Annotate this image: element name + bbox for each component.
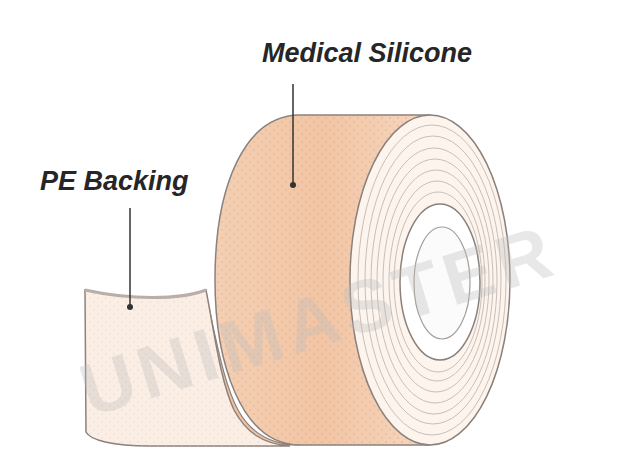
leader-dot xyxy=(127,304,133,310)
leader-line xyxy=(129,208,131,305)
strip-edge xyxy=(85,290,206,298)
leader-dot xyxy=(290,182,296,188)
leader-line xyxy=(292,84,294,183)
part-label: PE Backing xyxy=(40,166,189,197)
part-label: Medical Silicone xyxy=(262,38,472,69)
